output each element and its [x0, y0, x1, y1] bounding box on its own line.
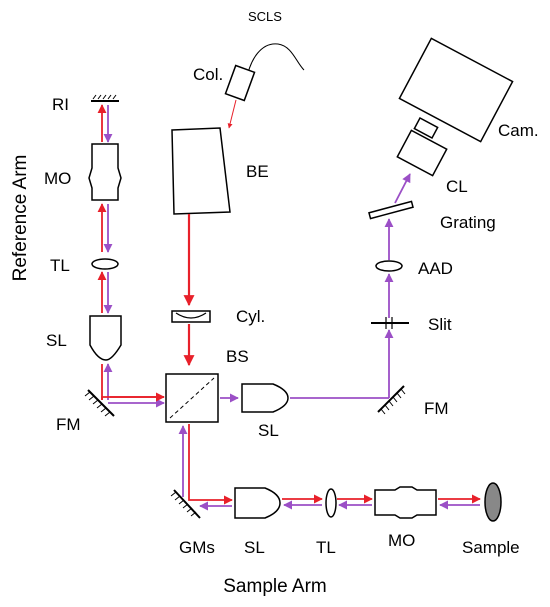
cylindrical-lens-curve — [175, 312, 207, 319]
collimator — [224, 64, 256, 102]
beam-expander — [171, 127, 231, 215]
label-grating: Grating — [440, 213, 496, 232]
cylindrical-lens — [171, 310, 211, 323]
camera-body — [398, 37, 514, 143]
label-col: Col. — [193, 65, 223, 84]
label-scls: SCLS — [248, 9, 282, 24]
collimator-beam — [227, 99, 237, 129]
sample-object — [484, 482, 502, 522]
detection-scan-lens — [241, 383, 289, 413]
label-cam: Cam. — [498, 121, 539, 140]
label-fm-left: FM — [56, 415, 81, 434]
reference-tube-lens — [91, 258, 119, 270]
camera-lens — [396, 129, 448, 177]
achromatic-doublet — [375, 260, 403, 272]
label-gms: GMs — [179, 538, 215, 557]
label-cyl: Cyl. — [236, 307, 265, 326]
beam-splitter-diagonal — [169, 377, 215, 419]
label-sl-detection: SL — [258, 421, 279, 440]
label-reference-arm: Reference Arm — [10, 155, 31, 282]
label-sl-reference: SL — [46, 331, 67, 350]
label-tl-reference: TL — [50, 256, 70, 275]
label-ri: RI — [52, 95, 69, 114]
label-cl: CL — [446, 177, 468, 196]
grating — [368, 200, 414, 220]
label-mo-sample: MO — [388, 531, 415, 550]
label-sl-sample: SL — [244, 538, 265, 557]
label-be: BE — [246, 162, 269, 181]
label-slit: Slit — [428, 315, 452, 334]
sample-objective — [374, 486, 437, 519]
label-mo-reference: MO — [44, 169, 71, 188]
label-sample-arm: Sample Arm — [223, 576, 326, 597]
fiber-cable — [245, 43, 305, 83]
label-bs: BS — [226, 347, 249, 366]
label-sample: Sample — [462, 538, 520, 557]
sample-scan-lens — [234, 487, 281, 519]
sample-tube-lens — [325, 488, 337, 518]
reference-objective — [88, 143, 122, 201]
camera-lens-mount — [413, 116, 439, 140]
label-aad: AAD — [418, 259, 453, 278]
galvo-mirrors — [173, 489, 201, 519]
label-fm-right: FM — [424, 399, 449, 418]
reference-scan-lens — [89, 315, 122, 361]
fold-mirror-right — [377, 385, 405, 413]
label-tl-sample: TL — [316, 538, 336, 557]
